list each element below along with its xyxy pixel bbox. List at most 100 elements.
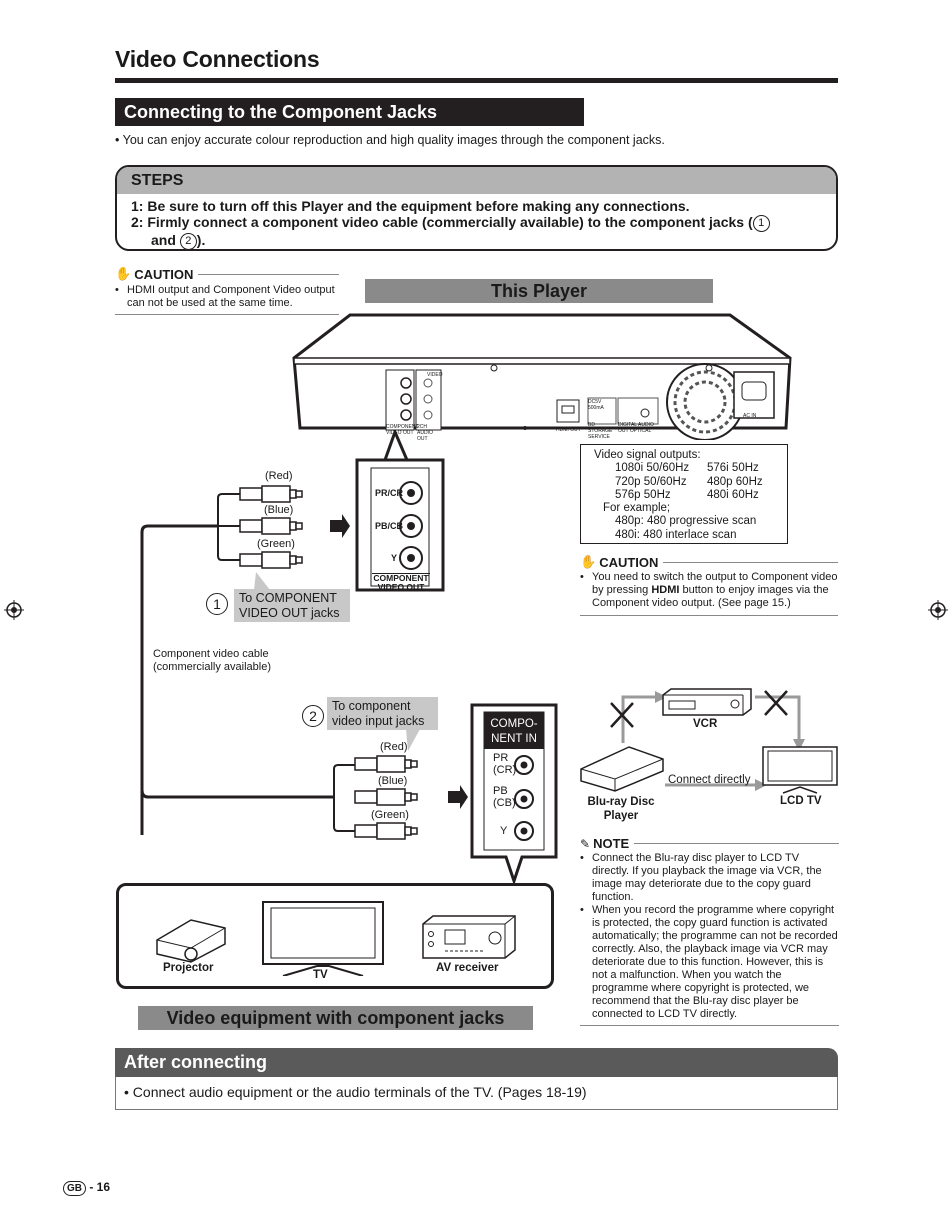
step-2-number: 2: <box>131 214 144 230</box>
panel-caption: COMPONENT VIDEO OUT <box>372 573 430 592</box>
component-in-y: Y <box>500 825 508 837</box>
hand-caution-icon: ✋ <box>580 554 597 569</box>
step-2: 2: Firmly connect a component video cabl… <box>131 214 811 249</box>
step-2-circle-1: 1 <box>752 215 770 232</box>
equipment-box: Projector TV AV receiver <box>116 883 554 989</box>
step-1-number: 1: <box>131 198 144 214</box>
page-footer: GB - 16 <box>63 1180 110 1196</box>
step-1-marker: 1 <box>206 593 228 615</box>
signal-cell: 720p 50/60Hz <box>615 475 687 488</box>
gb-badge: GB <box>63 1181 86 1196</box>
signal-cell: 480p 60Hz <box>707 475 763 488</box>
component-out-panel <box>355 430 445 592</box>
signal-cell: 480i 60Hz <box>707 488 759 501</box>
caution-2-text: You need to switch the output to Compone… <box>580 571 838 610</box>
caution-1-text: HDMI output and Component Video output c… <box>115 284 339 310</box>
cable-blue-label-1: (Blue) <box>264 504 294 516</box>
rear-audio-label: 2CH AUDIO OUT <box>417 424 433 442</box>
cable-label-1: Component video cable <box>153 648 269 660</box>
note-title: NOTE <box>593 836 630 851</box>
caution-2: ✋ CAUTION You need to switch the output … <box>580 554 838 616</box>
cable-red-label-1: (Red) <box>265 470 293 482</box>
after-connecting-heading: After connecting <box>115 1048 838 1077</box>
player-rear-drawing <box>292 313 792 440</box>
signal-cell: 576p 50Hz <box>615 488 671 501</box>
after-connecting-box: • Connect audio equipment or the audio t… <box>115 1077 838 1110</box>
tv-label: TV <box>313 969 328 981</box>
cable-label-2: (commercially available) <box>153 661 271 673</box>
cable-drawing <box>140 485 468 840</box>
component-in-pb: PB (CB) <box>493 785 516 809</box>
after-connecting-text: Connect audio equipment or the audio ter… <box>132 1084 587 1100</box>
cable-red-label-2: (Red) <box>380 741 408 753</box>
component-in-pr: PR (CR) <box>493 752 517 776</box>
section-title: Connecting to the Component Jacks <box>115 98 584 126</box>
caution-2-text-b: button to enjoy images via the Component… <box>592 584 829 609</box>
note-list: Connect the Blu-ray disc player to LCD T… <box>580 852 839 1021</box>
page-number: - 16 <box>89 1180 111 1194</box>
signal-example-2: 480i: 480 interlace scan <box>615 528 737 541</box>
caution-1-bottom-rule <box>115 314 339 315</box>
caution-1-list: HDMI output and Component Video output c… <box>115 284 339 310</box>
signal-example-1: 480p: 480 progressive scan <box>615 515 757 528</box>
caution-2-text-bold: HDMI <box>651 584 680 596</box>
caution-2-title: CAUTION <box>599 554 659 570</box>
caution-2-rule <box>663 561 838 563</box>
caution-1-rule <box>198 273 339 275</box>
step-2-circle-2: 2 <box>179 233 197 249</box>
bluray-label: Blu-ray Disc Player <box>587 796 655 822</box>
signal-cell: 576i 50Hz <box>707 462 759 475</box>
callout-2-pointer <box>406 729 420 751</box>
av-receiver-label: AV receiver <box>436 962 499 974</box>
callout-2: To component video input jacks <box>327 697 438 730</box>
note-bottom-rule <box>580 1025 839 1026</box>
rear-video-label: VIDEO <box>427 372 443 378</box>
intro-text: • You can enjoy accurate colour reproduc… <box>115 133 665 147</box>
caution-2-text-a: You need to switch the output to Compone… <box>592 571 838 596</box>
step-2-circle: 2 <box>302 705 324 727</box>
this-player-label: This Player <box>365 279 713 303</box>
step-2-end: ). <box>196 232 206 248</box>
hand-caution-icon: ✋ <box>115 266 132 281</box>
step-1: 1: Be sure to turn off this Player and t… <box>131 198 690 214</box>
callout-1-pointer <box>254 572 270 590</box>
rear-optical-label: DIGITAL AUDIO OUT OPTICAL <box>618 422 654 434</box>
signal-heading: Video signal outputs: <box>594 449 701 461</box>
cable-green-label-1: (Green) <box>257 538 295 550</box>
caution-2-bottom-rule <box>580 615 838 616</box>
note-section: ✎ NOTE Connect the Blu-ray disc player t… <box>580 836 839 1026</box>
av-receiver-icon <box>422 915 516 959</box>
intro-text-content: You can enjoy accurate colour reproducti… <box>122 133 665 147</box>
connect-directly-label: Connect directly <box>668 774 751 786</box>
step-1-text: Be sure to turn off this Player and the … <box>147 198 690 214</box>
step-2-and: and <box>151 232 176 248</box>
component-in-header: COMPO- NENT IN <box>490 718 538 745</box>
projector-label: Projector <box>163 962 214 974</box>
step-2-text: Firmly connect a component video cable (… <box>147 214 753 230</box>
component-in-panel <box>470 703 558 885</box>
video-equipment-label: Video equipment with component jacks <box>138 1006 533 1030</box>
projector-icon <box>156 919 226 963</box>
panel-label-pr: PR/CR <box>375 488 404 498</box>
page-title: Video Connections <box>115 46 320 72</box>
caution-1: ✋ CAUTION HDMI output and Component Vide… <box>115 266 339 315</box>
note-item: Connect the Blu-ray disc player to LCD T… <box>580 852 839 904</box>
caution-1-title: CAUTION <box>134 266 194 282</box>
step-1-circle: 1 <box>206 593 228 615</box>
signal-example-heading: For example; <box>603 502 671 515</box>
cable-green-label-2: (Green) <box>371 809 409 821</box>
steps-box: STEPS 1: Be sure to turn off this Player… <box>115 165 838 251</box>
note-item: When you record the programme where copy… <box>580 904 839 1021</box>
caution-2-list: You need to switch the output to Compone… <box>580 571 838 610</box>
rear-bd-label: BD STORAGE SERVICE <box>588 422 613 440</box>
rear-hdmi-label: HDMI OUT <box>556 427 581 433</box>
steps-heading: STEPS <box>117 167 836 194</box>
cable-blue-label-2: (Blue) <box>378 775 408 787</box>
lcd-tv-label: LCD TV <box>780 795 822 807</box>
vcr-diagram <box>580 688 838 794</box>
panel-label-pb: PB/CB <box>375 521 404 531</box>
registration-mark-right-icon <box>928 600 948 620</box>
registration-mark-left-icon <box>4 600 24 620</box>
